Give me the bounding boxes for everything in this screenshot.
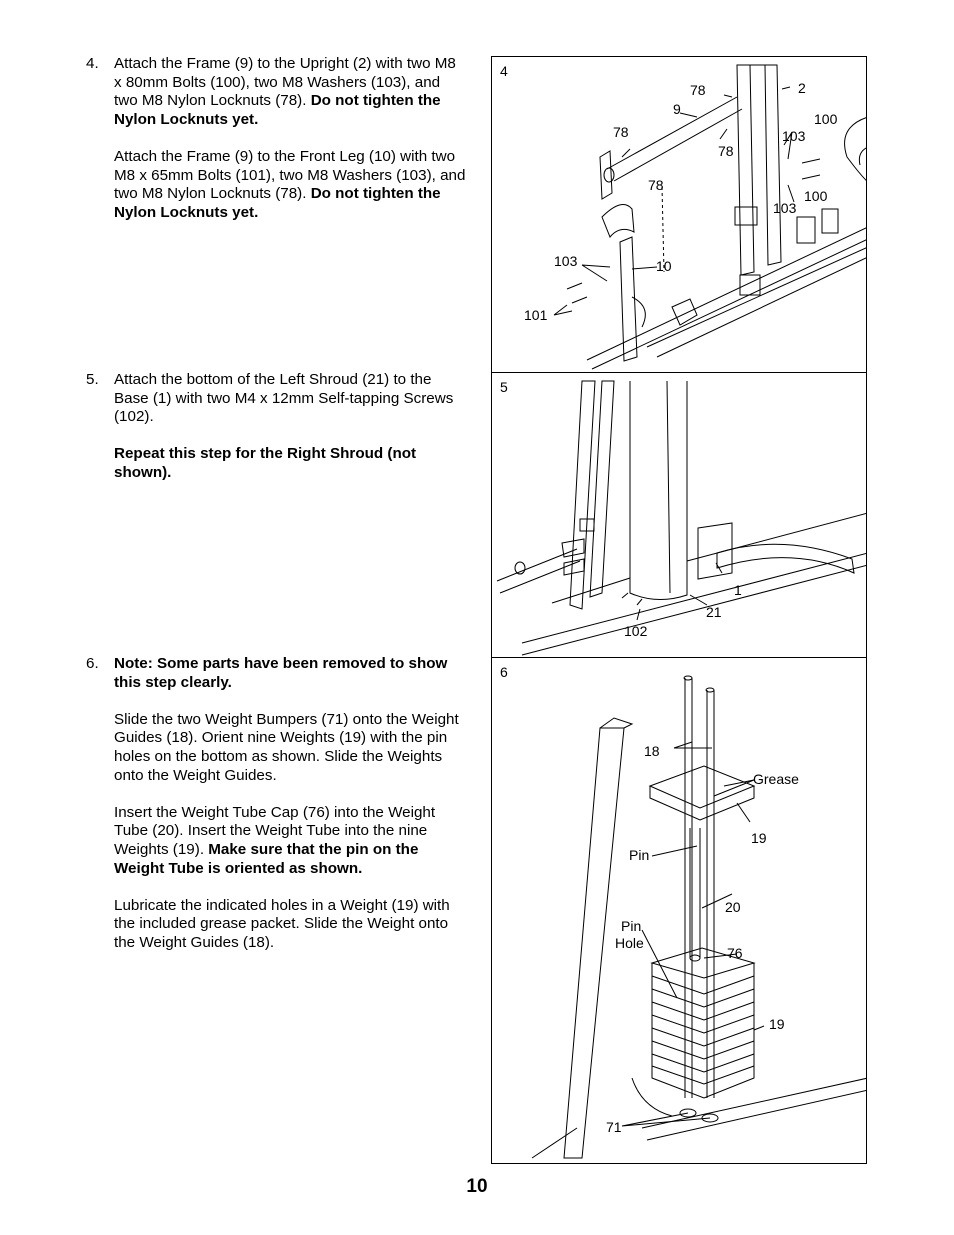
callout-1: 1 <box>734 582 742 598</box>
callout-pin-hole: Hole <box>615 935 644 951</box>
callout-9: 9 <box>673 101 681 117</box>
figure-4-labels: 78 2 9 100 78 103 78 78 100 103 103 10 1… <box>524 80 838 323</box>
callout-pin: Pin <box>629 847 649 863</box>
paragraph: Slide the two Weight Bumpers (71) onto t… <box>114 710 459 784</box>
figure-4-panel: 4 <box>491 56 867 373</box>
callout-78: 78 <box>648 177 664 193</box>
paragraph: Attach the Frame (9) to the Upright (2) … <box>114 55 456 128</box>
paragraph: Attach the Frame (9) to the Front Leg (1… <box>114 147 466 221</box>
paragraph: Lubricate the indicated holes in a Weigh… <box>114 896 450 951</box>
callout-76: 76 <box>727 945 743 961</box>
callout-20: 20 <box>725 899 741 915</box>
figure-number: 4 <box>500 63 508 79</box>
paragraph: Repeat this step for the Right Shroud (n… <box>114 445 417 481</box>
paragraph: Attach the bottom of the Left Shroud (21… <box>114 371 454 426</box>
callout-101: 101 <box>524 307 548 323</box>
callout-71: 71 <box>606 1119 622 1135</box>
figure-number: 6 <box>500 664 508 680</box>
figure-6-panel: 6 18 <box>491 657 867 1164</box>
callout-100: 100 <box>804 188 828 204</box>
step-number: 4. <box>86 55 99 72</box>
callout-18: 18 <box>644 743 660 759</box>
callout-10: 10 <box>656 258 672 274</box>
step-number: 6. <box>86 655 99 672</box>
weight-stack-illustration <box>531 675 866 1159</box>
callout-19: 19 <box>769 1016 785 1032</box>
callout-21: 21 <box>706 604 722 620</box>
frame-assembly-illustration <box>553 64 866 370</box>
callout-103: 103 <box>782 128 806 144</box>
callout-103: 103 <box>773 200 797 216</box>
callout-78: 78 <box>613 124 629 140</box>
paragraph: Insert the Weight Tube Cap (76) into the… <box>114 803 436 877</box>
callout-19: 19 <box>751 830 767 846</box>
figure-number: 5 <box>500 379 508 395</box>
figure-6-labels: 18 Grease 19 Pin 20 Pin Hole 76 19 71 <box>606 743 799 1135</box>
callout-102: 102 <box>624 623 648 639</box>
shroud-illustration <box>496 380 866 656</box>
callout-pin-hole: Pin <box>621 918 641 934</box>
step-number: 5. <box>86 371 99 388</box>
figure-5-panel: 5 1 21 102 <box>491 372 867 658</box>
callout-103: 103 <box>554 253 578 269</box>
paragraph: Note: Some parts have been removed to sh… <box>114 655 448 691</box>
figure-5-labels: 1 21 102 <box>624 582 742 639</box>
callout-2: 2 <box>798 80 806 96</box>
page-number: 10 <box>466 1176 488 1197</box>
step-instructions: Attach the Frame (9) to the Upright (2) … <box>114 55 466 241</box>
callout-100: 100 <box>814 111 838 127</box>
step-instructions: Attach the bottom of the Left Shroud (21… <box>114 371 466 501</box>
callout-78: 78 <box>690 82 706 98</box>
callout-grease: Grease <box>753 771 799 787</box>
step-instructions: Note: Some parts have been removed to sh… <box>114 655 466 971</box>
callout-78: 78 <box>718 143 734 159</box>
